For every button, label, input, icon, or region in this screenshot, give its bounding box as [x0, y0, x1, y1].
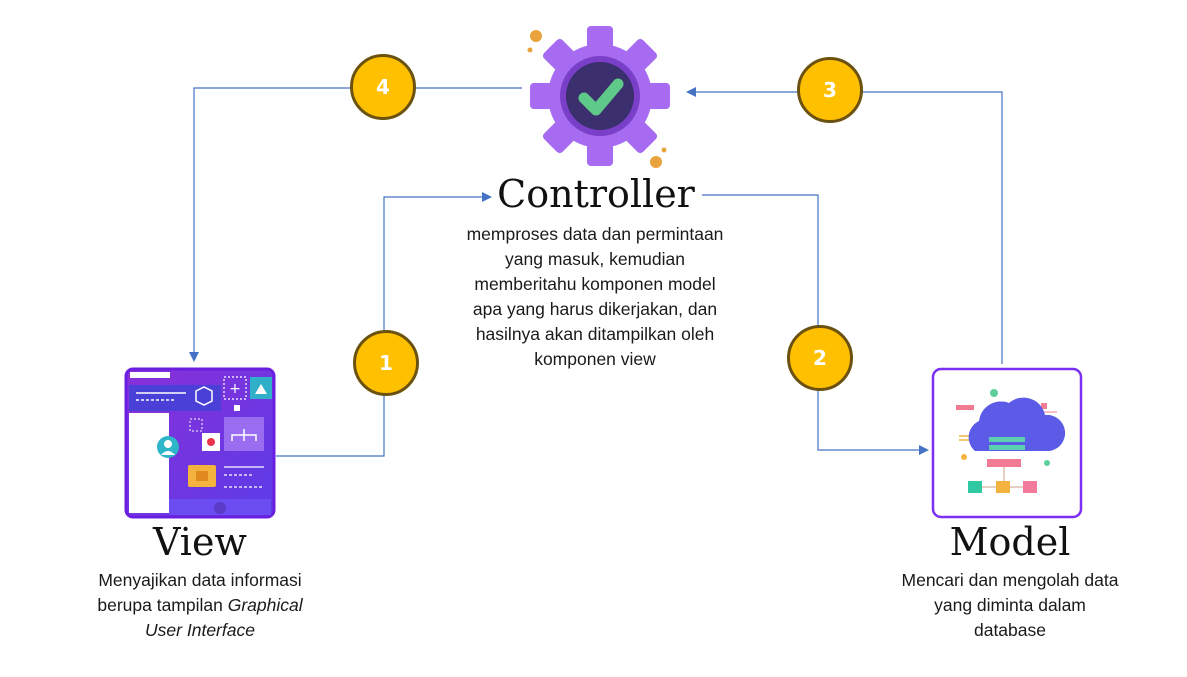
- view-description-italic: User Interface: [145, 620, 255, 640]
- controller-description-line: memberitahu komponen model: [474, 274, 716, 294]
- view-description: Menyajikan data informasi berupa tampila…: [60, 568, 340, 643]
- model-title: Model: [949, 520, 1071, 564]
- model-description: Mencari dan mengolah data yang diminta d…: [870, 568, 1150, 643]
- model-description-line: Mencari dan mengolah data: [901, 570, 1119, 590]
- step-badge-1: 1: [353, 330, 419, 396]
- controller-description-line: hasilnya akan ditampilkan oleh: [475, 324, 715, 344]
- step-number: 2: [813, 346, 827, 370]
- controller-title: Controller: [497, 172, 695, 216]
- cloud-database-icon: [931, 367, 1083, 519]
- controller-description: memproses data dan permintaan yang masuk…: [440, 222, 750, 372]
- step-number: 4: [376, 75, 390, 99]
- view-title: View: [153, 520, 247, 564]
- view-description-line: User Interface: [60, 618, 340, 643]
- connector-step-3: [686, 87, 1003, 364]
- connector-step-2: [702, 194, 929, 455]
- controller-description-line: memproses data dan permintaan: [466, 224, 724, 244]
- view-description-italic: Graphical: [227, 595, 303, 615]
- model-description-line: yang diminta dalam: [934, 595, 1086, 615]
- step-badge-2: 2: [787, 325, 853, 391]
- svg-text:+: +: [229, 381, 241, 397]
- gear-check-icon: [520, 22, 680, 172]
- step-number: 1: [379, 351, 393, 375]
- gui-dashboard-icon: +: [124, 367, 276, 519]
- step-badge-3: 3: [797, 57, 863, 123]
- step-number: 3: [823, 78, 837, 102]
- view-description-line: Menyajikan data informasi: [98, 570, 302, 590]
- controller-description-line: komponen view: [534, 349, 656, 369]
- controller-description-line: yang masuk, kemudian: [505, 249, 685, 269]
- view-description-line: berupa tampilan Graphical: [60, 593, 340, 618]
- model-description-line: database: [973, 620, 1046, 640]
- step-badge-4: 4: [350, 54, 416, 120]
- view-description-text: berupa tampilan: [97, 595, 228, 615]
- connector-step-1: [276, 192, 492, 457]
- controller-description-line: apa yang harus dikerjakan, dan: [472, 299, 718, 319]
